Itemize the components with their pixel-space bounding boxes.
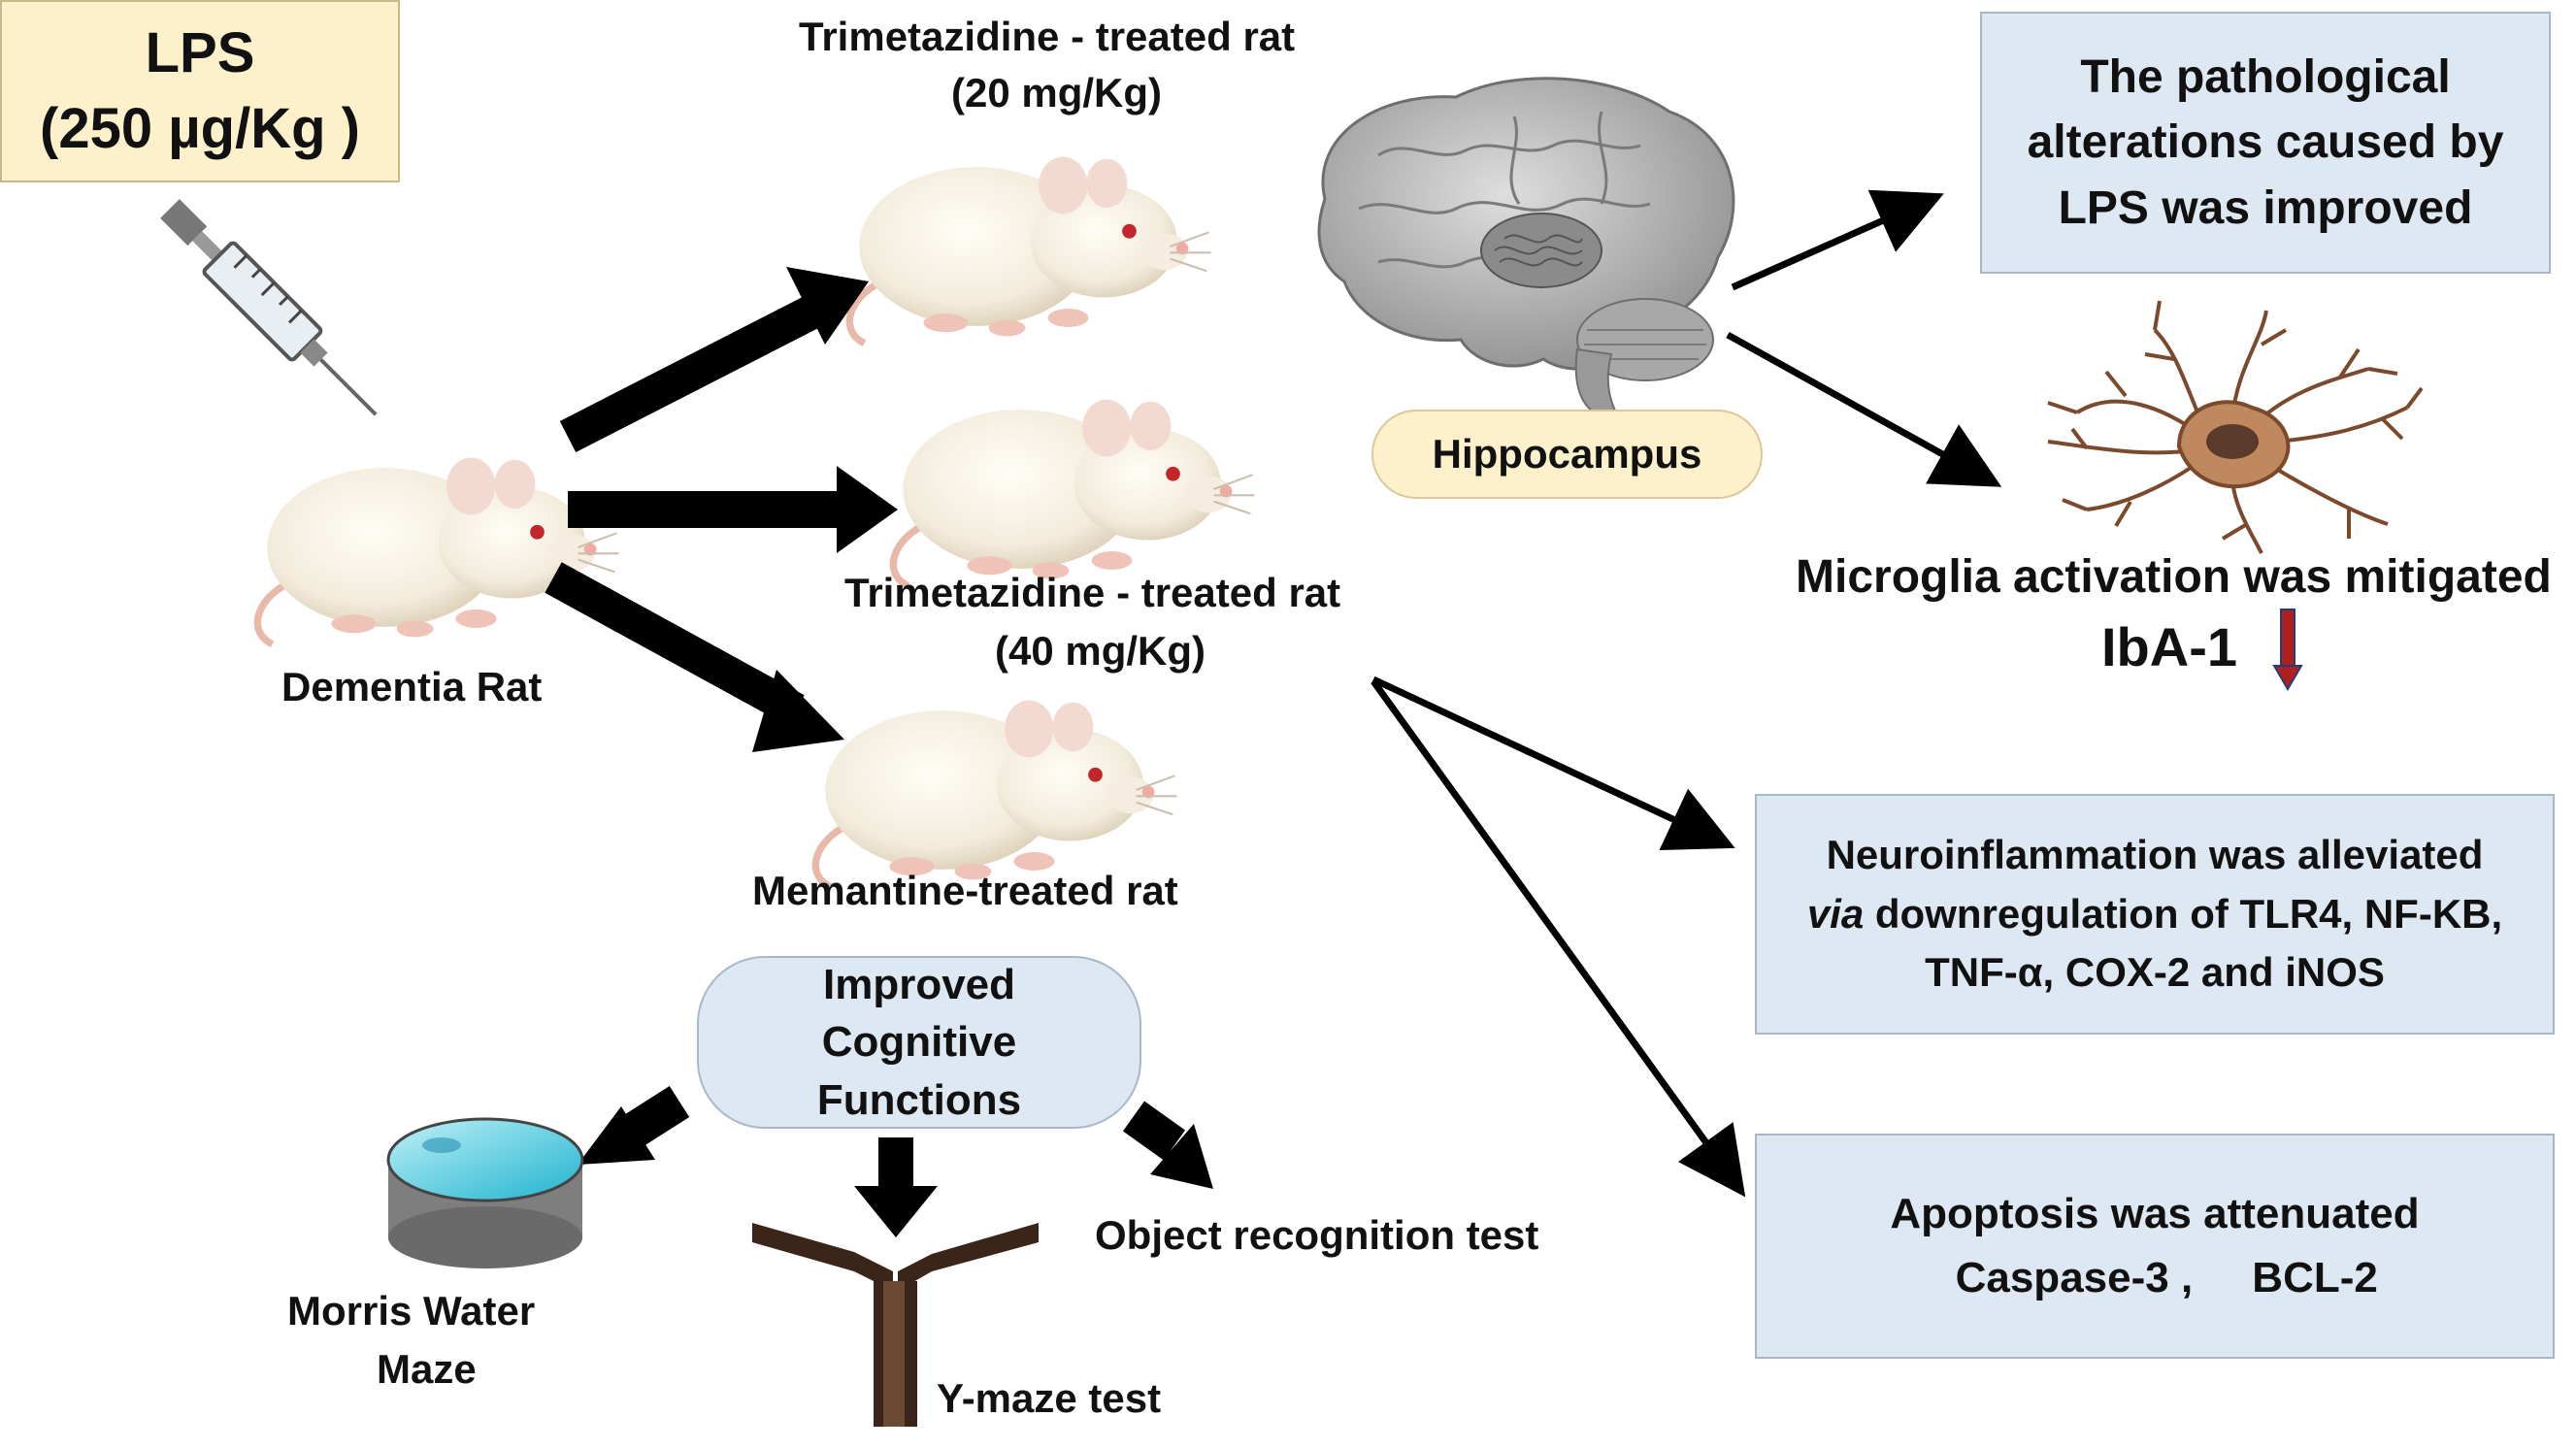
- apoptosis-box: Apoptosis was attenuated Caspase-3 , BCL…: [1755, 1134, 2555, 1359]
- cognitive-line2: Cognitive: [821, 1018, 1017, 1067]
- apoptosis-line2: Caspase-3 , BCL-2: [1932, 1246, 2378, 1310]
- syringe-icon: [160, 199, 378, 416]
- pathology-line2: alterations caused by: [2027, 116, 2504, 169]
- pathology-line1: The pathological: [2080, 51, 2451, 104]
- label-tmz20-line2: (20 mg/Kg): [951, 70, 1163, 115]
- lps-dose: (250 µg/Kg ): [40, 97, 360, 160]
- label-tmz40-line2: (40 mg/Kg): [995, 628, 1206, 674]
- microglia-label: Microglia activation was mitigated: [1796, 551, 2552, 603]
- cognitive-line1: Improved: [822, 960, 1016, 1008]
- neuroinflammation-line3: TNF-α, COX-2 and iNOS: [1925, 949, 2385, 996]
- bcl2-label: BCL-2: [2252, 1254, 2378, 1301]
- microglia-nucleus: [2206, 424, 2259, 459]
- microglia-icon: [2047, 300, 2424, 554]
- arrow-to-microglia: [1726, 331, 2002, 487]
- pathology-line3: LPS was improved: [2058, 181, 2473, 234]
- arrow-to-pathology: [1731, 189, 1944, 291]
- thick-arrow-to-tmz20: [559, 267, 869, 453]
- neuroinflammation-box: Neuroinflammation was alleviated via dow…: [1755, 794, 2555, 1035]
- label-tmz20-line1: Trimetazidine - treated rat: [799, 14, 1296, 59]
- label-tmz40-line1: Trimetazidine - treated rat: [844, 570, 1341, 615]
- caspase-label: Caspase-3 ,: [1955, 1254, 2194, 1301]
- neuroinflammation-line2-rest: downregulation of TLR4, NF-KB,: [1864, 890, 2503, 937]
- tmz20-rat-image: [849, 157, 1210, 344]
- ymaze-label: Y-maze test: [937, 1375, 1162, 1421]
- lps-box: LPS (250 µg/Kg ): [0, 0, 400, 182]
- neuroinflammation-via: via: [1806, 890, 1865, 937]
- y-maze-icon: [752, 1223, 1039, 1427]
- apoptosis-line1: Apoptosis was attenuated: [1890, 1190, 2420, 1237]
- thick-arrow-to-object: [1122, 1101, 1213, 1189]
- lps-title: LPS: [145, 20, 255, 84]
- arrow-to-apoptosis: [1371, 678, 1746, 1198]
- thick-arrow-to-ymaze: [854, 1137, 938, 1237]
- iba1-label: IbA-1: [2101, 616, 2237, 677]
- down-arrow-iba1-icon: [2272, 609, 2303, 691]
- label-dementia-rat: Dementia Rat: [281, 664, 543, 709]
- tmz40-rat-image: [893, 400, 1254, 586]
- memantine-rat-image: [815, 701, 1176, 887]
- arrow-to-neuroinflammation: [1371, 675, 1735, 851]
- object-recognition-label: Object recognition test: [1095, 1212, 1539, 1258]
- thick-arrow-to-morris: [578, 1085, 690, 1165]
- neuroinflammation-line1: Neuroinflammation was alleviated: [1826, 831, 2484, 877]
- hippocampus-label: Hippocampus: [1432, 431, 1702, 477]
- pathology-box: The pathological alterations caused by L…: [1980, 12, 2551, 274]
- cognitive-functions-pill: Improved Cognitive Functions: [697, 956, 1141, 1129]
- brain-icon: [1317, 77, 1735, 419]
- thick-arrow-to-tmz40: [568, 466, 898, 553]
- morris-water-maze-icon: [386, 1117, 584, 1268]
- cognitive-line3: Functions: [816, 1075, 1022, 1124]
- hippocampus-pill: Hippocampus: [1371, 410, 1763, 499]
- morris-label-line2: Maze: [377, 1346, 477, 1392]
- label-memantine-rat: Memantine-treated rat: [752, 868, 1178, 913]
- thick-arrow-to-memantine: [545, 562, 844, 752]
- dementia-rat-image: [257, 458, 618, 644]
- neuroinflammation-line2: via downregulation of TLR4, NF-KB,: [1807, 885, 2502, 944]
- morris-label-line1: Morris Water: [287, 1288, 536, 1334]
